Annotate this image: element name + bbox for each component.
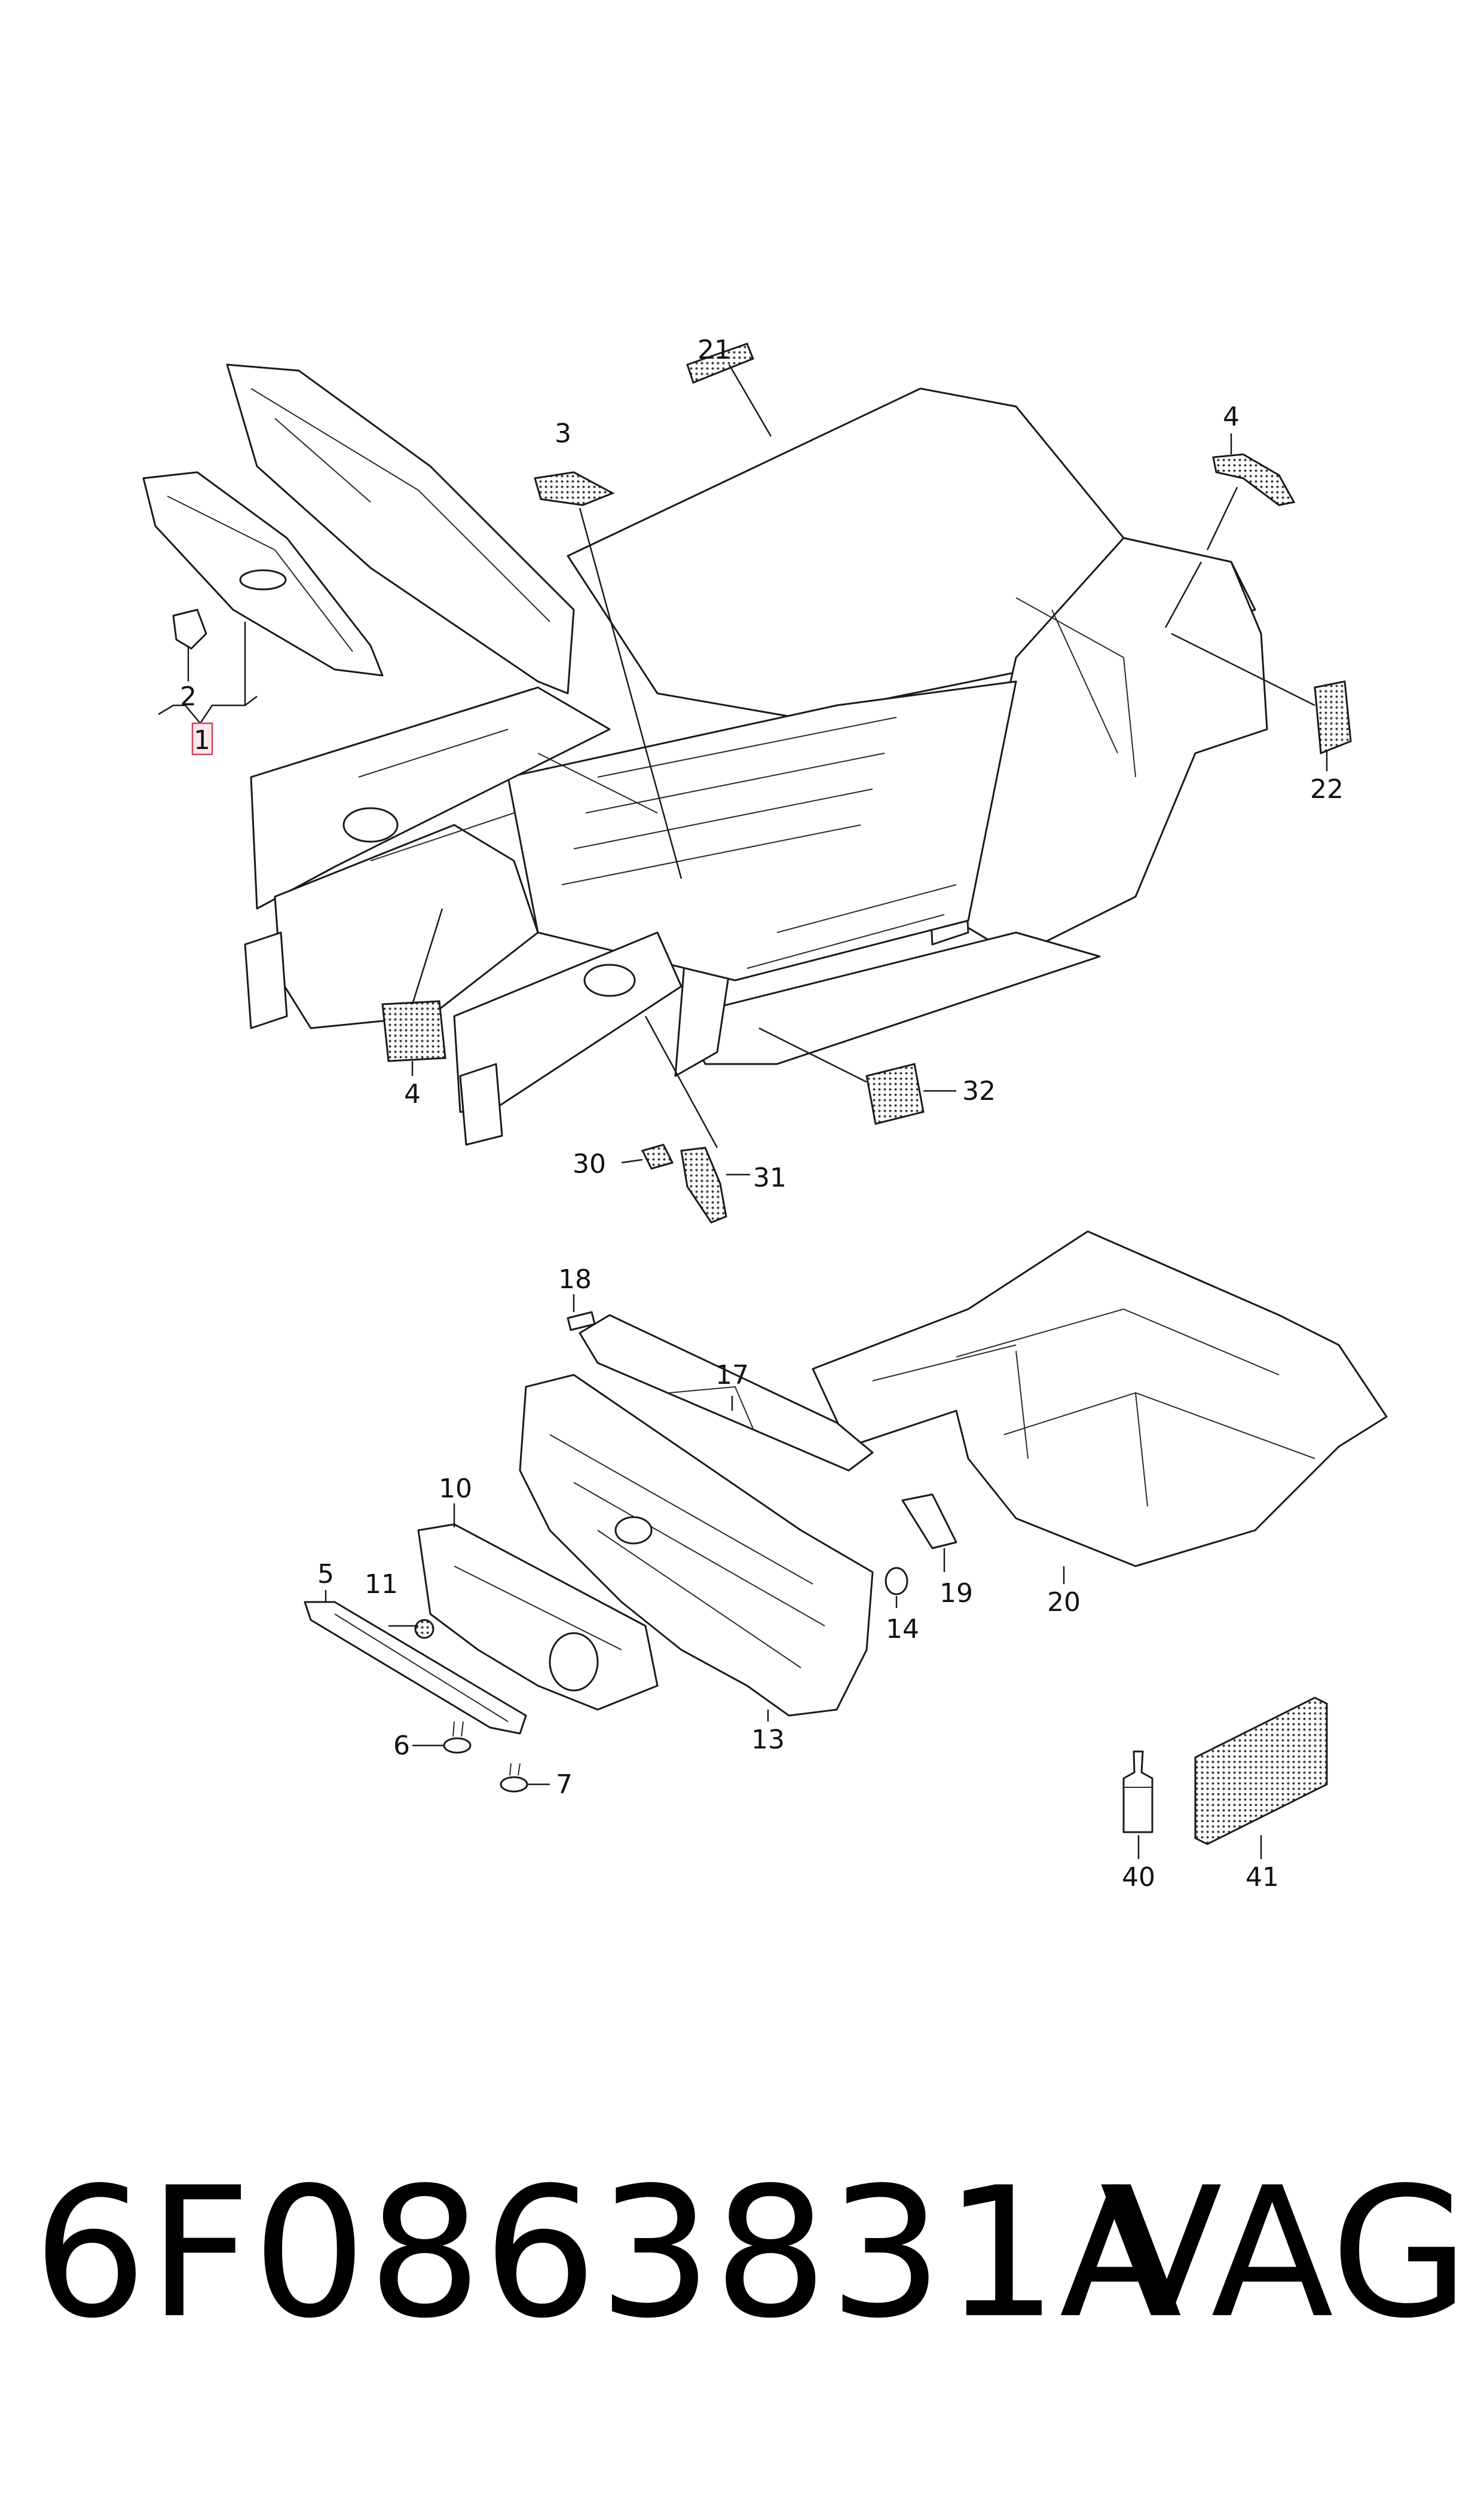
brand-label: VAG — [1100, 2149, 1470, 2358]
callout-labels: 1 2 21 3 4 22 4 32 30 31 18 17 10 11 5 6… — [180, 335, 1344, 1893]
callout-32[interactable]: 32 — [962, 1076, 996, 1106]
pad-part-22 — [1314, 680, 1352, 755]
callout-31[interactable]: 31 — [753, 1163, 787, 1193]
tailgate — [226, 363, 575, 695]
pad-part-31 — [680, 1147, 727, 1224]
pad-part-4-top — [1212, 453, 1296, 506]
callout-17[interactable]: 17 — [715, 1360, 749, 1390]
leader-lines — [158, 364, 1328, 1859]
bracket-part-18 — [567, 1311, 596, 1331]
pad-part-19 — [901, 1493, 957, 1549]
pad-part-21 — [686, 343, 754, 384]
callout-13[interactable]: 13 — [751, 1725, 785, 1755]
callout-11[interactable]: 11 — [365, 1569, 398, 1600]
callout-5[interactable]: 5 — [317, 1559, 334, 1589]
insulation-part-17 — [579, 1314, 874, 1472]
grommet-part-14 — [885, 1567, 908, 1595]
pad-part-32 — [865, 1063, 925, 1125]
damping-mat-part-41 — [1194, 1696, 1328, 1845]
callout-41[interactable]: 41 — [1246, 1862, 1279, 1893]
callout-40[interactable]: 40 — [1122, 1862, 1155, 1893]
grommet-part-11 — [414, 1619, 435, 1639]
callout-2[interactable]: 2 — [180, 681, 197, 712]
pad-part-3 — [534, 471, 615, 506]
sealant-bottle-part-40 — [1122, 1750, 1153, 1833]
callout-4-top[interactable]: 4 — [1223, 402, 1240, 432]
callout-30[interactable]: 30 — [573, 1149, 606, 1179]
callout-21[interactable]: 21 — [697, 335, 731, 365]
callout-18[interactable]: 18 — [558, 1264, 592, 1295]
callout-10[interactable]: 10 — [439, 1473, 472, 1504]
callout-22[interactable]: 22 — [1310, 774, 1344, 805]
callout-6[interactable]: 6 — [393, 1731, 410, 1761]
callout-7[interactable]: 7 — [556, 1769, 573, 1800]
panel-part-5 — [304, 1601, 527, 1735]
floor-carpet-part-20 — [812, 1230, 1388, 1567]
part-number-label: 6F0863831A — [33, 2149, 1183, 2358]
tailgate-trim-panel — [142, 471, 384, 677]
callout-3[interactable]: 3 — [555, 418, 571, 449]
callout-14[interactable]: 14 — [886, 1614, 919, 1644]
clip-part-6 — [443, 1721, 472, 1754]
clip-part-2 — [172, 609, 207, 650]
callout-20[interactable]: 20 — [1047, 1587, 1081, 1618]
pad-part-4-bottom — [381, 1000, 446, 1062]
callout-1[interactable]: 1 — [194, 725, 210, 756]
callout-19[interactable]: 19 — [940, 1578, 973, 1609]
insulation-part-10 — [417, 1523, 659, 1711]
pad-part-30 — [641, 1144, 674, 1170]
car-body-shell — [244, 387, 1268, 1146]
callout-4-bottom[interactable]: 4 — [404, 1079, 421, 1109]
bulkhead-part-13 — [519, 1374, 874, 1717]
callout-highlight — [191, 722, 213, 756]
clip-part-7 — [500, 1763, 528, 1793]
